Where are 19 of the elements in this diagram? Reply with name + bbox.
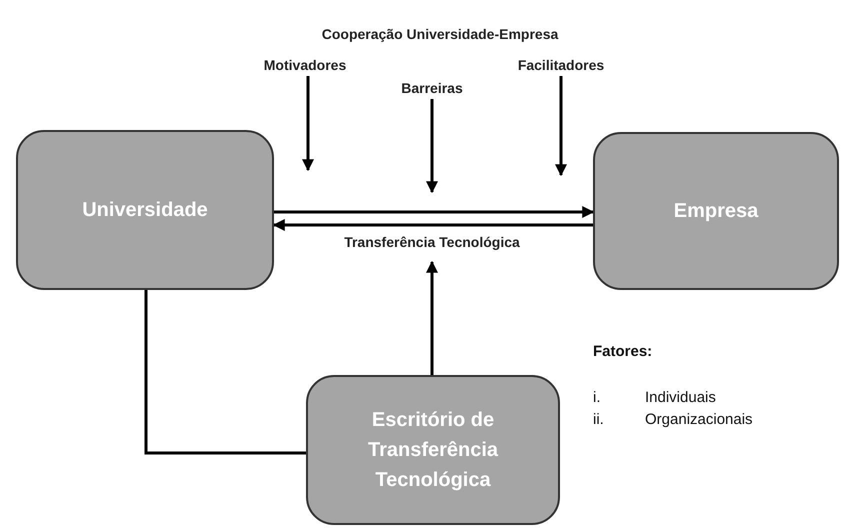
arrow <box>274 206 594 218</box>
list-text: i. <box>593 388 600 408</box>
factors-heading: Fatores: <box>593 342 652 362</box>
rounded-box: Empresa <box>593 132 839 290</box>
connector-line <box>144 290 306 454</box>
arrow <box>426 260 438 375</box>
list-text: Individuais <box>645 388 716 408</box>
factor-label: Barreiras <box>372 77 492 99</box>
factor-label: Facilitadores <box>490 54 632 76</box>
rounded-box: Universidade <box>16 130 274 290</box>
arrow <box>302 76 314 172</box>
list-text: ii. <box>593 410 604 430</box>
arrow <box>272 219 593 231</box>
rounded-box: Escritório de Transferência Tecnológica <box>306 375 560 525</box>
factor-label: Motivadores <box>235 54 375 76</box>
diagram-title: Cooperação Universidade-Empresa <box>320 25 560 44</box>
arrow <box>426 99 438 194</box>
list-text: Organizacionais <box>645 410 753 430</box>
arrow <box>555 76 567 176</box>
